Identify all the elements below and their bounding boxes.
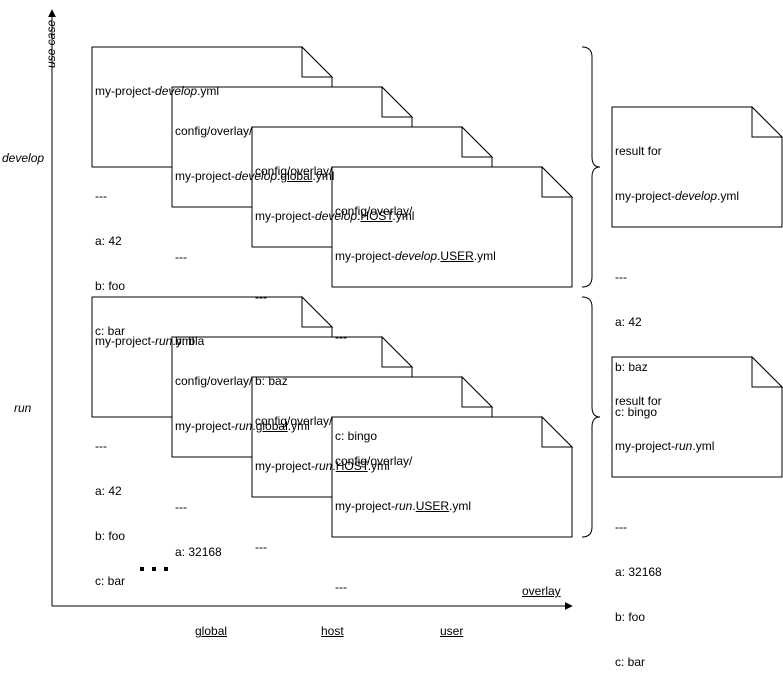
run-global-doc-fold	[381, 335, 414, 368]
develop-result-sep: ---	[615, 270, 627, 284]
develop-brace	[581, 46, 601, 288]
develop-base-text: my-project-develop.yml --- a: 42 b: foo …	[95, 54, 219, 354]
run-base-doc-fold	[301, 295, 334, 328]
develop-base-line: a: 42	[95, 234, 122, 248]
diagram-canvas	[48, 9, 783, 610]
develop-host-line: b: baz	[255, 374, 288, 388]
develop-base-title: my-project-develop.yml	[95, 84, 220, 98]
run-user-doc	[331, 416, 573, 538]
develop-user-doc	[331, 166, 573, 288]
run-global-path: config/overlay/	[175, 374, 253, 388]
column-label-user: user	[440, 624, 464, 638]
run-host-sep: ---	[255, 540, 267, 554]
develop-result-filename: my-project-develop.yml	[615, 189, 740, 203]
run-result-doc-fold	[751, 355, 783, 388]
develop-global-sep: ---	[175, 250, 187, 264]
run-result-heading: result for	[615, 394, 662, 408]
run-base-line: a: 42	[95, 484, 122, 498]
develop-host-filename: my-project-develop.HOST.yml	[255, 209, 415, 223]
develop-result-doc-fold	[751, 105, 783, 138]
run-global-filename: my-project-run.global.yml	[175, 419, 310, 433]
develop-global-text: config/overlay/ my-project-develop.globa…	[175, 94, 334, 364]
develop-result-line: a: 42	[615, 315, 642, 329]
y-axis-label: use case	[44, 19, 58, 68]
ellipsis-dots	[140, 567, 168, 571]
run-host-text: config/overlay/ my-project-run.HOST.yml …	[255, 384, 390, 570]
run-result-text: result for my-project-run.yml --- a: 321…	[615, 364, 714, 685]
run-global-text: config/overlay/ my-project-run.global.ym…	[175, 344, 310, 575]
develop-base-doc-fold	[301, 45, 334, 78]
run-base-title: my-project-run.yml	[95, 334, 195, 348]
run-host-filename: my-project-run.HOST.yml	[255, 459, 390, 473]
develop-result-text: result for my-project-develop.yml --- a:…	[615, 114, 739, 435]
develop-global-line: b: bla	[175, 334, 205, 348]
run-user-path: config/overlay/	[335, 454, 413, 468]
column-label-global: global	[195, 624, 228, 638]
develop-user-sep: ---	[335, 330, 347, 344]
develop-global-filename: my-project-develop.global.yml	[175, 169, 335, 183]
develop-result-line: c: bingo	[615, 405, 658, 419]
develop-global-path: config/overlay/	[175, 124, 253, 138]
develop-global-doc-fold	[381, 85, 414, 118]
run-global-line: a: 32168	[175, 545, 222, 559]
run-host-doc-fold	[461, 375, 494, 408]
run-result-doc	[611, 356, 783, 478]
develop-base-sep: ---	[95, 189, 107, 203]
run-result-filename: my-project-run.yml	[615, 439, 715, 453]
develop-host-sep: ---	[255, 290, 267, 304]
develop-user-path: config/overlay/	[335, 204, 413, 218]
develop-result-doc	[611, 106, 783, 228]
run-global-sep: ---	[175, 500, 187, 514]
row-label-run: run	[14, 401, 32, 415]
develop-result-heading: result for	[615, 144, 662, 158]
run-brace	[581, 296, 601, 538]
develop-host-text: config/overlay/ my-project-develop.HOST.…	[255, 134, 414, 404]
develop-user-filename: my-project-develop.USER.yml	[335, 249, 496, 263]
run-user-sep: ---	[335, 580, 347, 594]
run-host-path: config/overlay/	[255, 414, 333, 428]
run-base-line: b: foo	[95, 529, 126, 543]
develop-user-doc-fold	[541, 165, 574, 198]
run-base-sep: ---	[95, 439, 107, 453]
develop-result-line: b: baz	[615, 360, 648, 374]
develop-host-doc-fold	[461, 125, 494, 158]
develop-user-line: c: bingo	[335, 429, 378, 443]
run-result-line: b: foo	[615, 610, 646, 624]
run-result-line: c: bar	[615, 655, 646, 669]
develop-base-line: b: foo	[95, 279, 126, 293]
run-user-text: config/overlay/ my-project-run.USER.yml …	[335, 424, 471, 610]
column-label-host: host	[321, 624, 344, 638]
run-result-line: a: 32168	[615, 565, 662, 579]
develop-user-text: config/overlay/ my-project-develop.USER.…	[335, 174, 496, 459]
run-user-filename: my-project-run.USER.yml	[335, 499, 472, 513]
run-base-line: c: bar	[95, 574, 126, 588]
develop-host-path: config/overlay/	[255, 164, 333, 178]
run-base-text: my-project-run.yml --- a: 42 b: foo c: b…	[95, 304, 194, 604]
run-result-sep: ---	[615, 520, 627, 534]
x-axis-label: overlay	[522, 584, 561, 598]
run-user-doc-fold	[541, 415, 574, 448]
row-label-develop: develop	[2, 151, 45, 165]
develop-base-line: c: bar	[95, 324, 126, 338]
